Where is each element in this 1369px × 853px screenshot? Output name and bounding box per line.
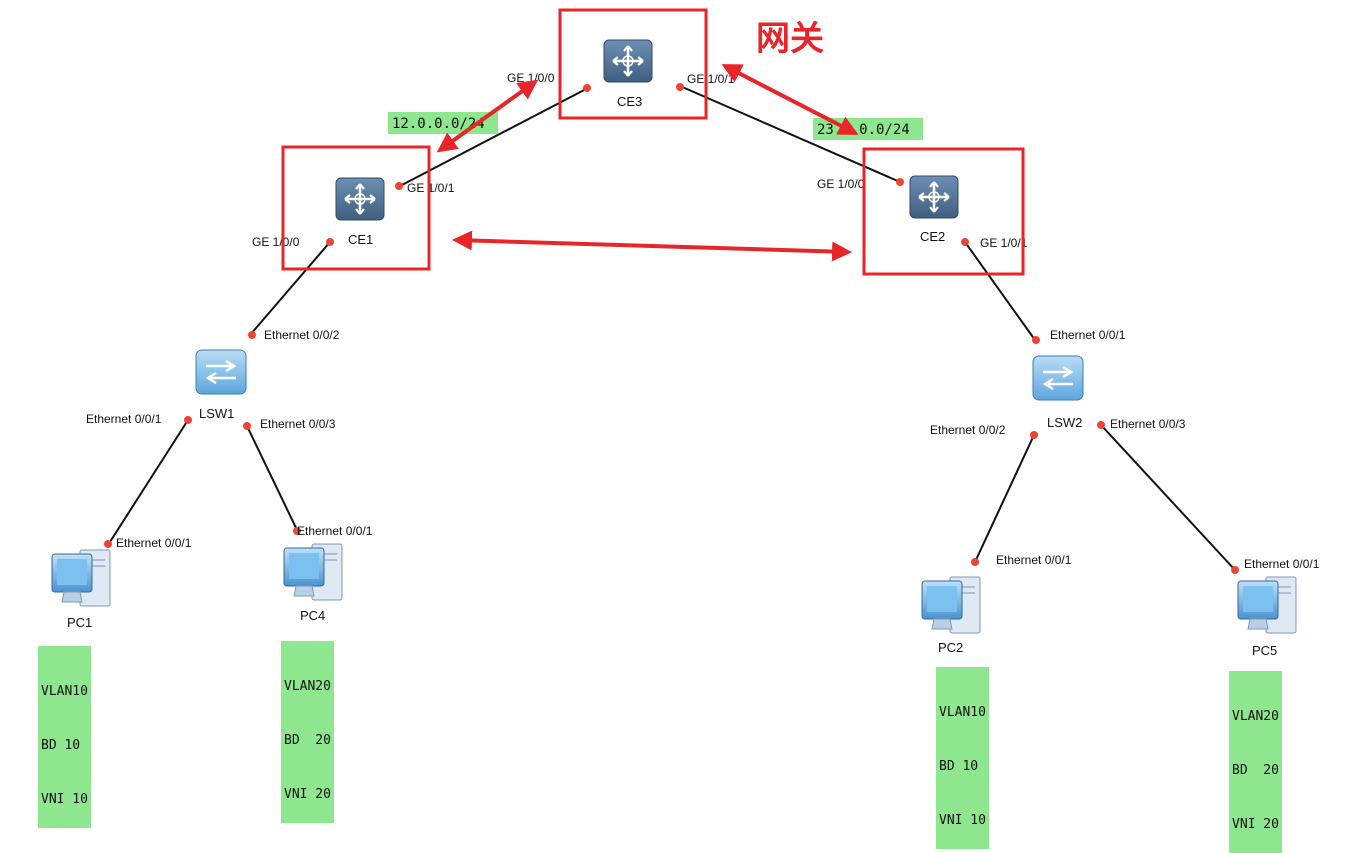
- port-dot: [184, 416, 192, 424]
- device-label-pc2: PC2: [938, 640, 963, 655]
- router-ce1-icon[interactable]: [334, 176, 386, 222]
- links: [107, 85, 1236, 571]
- port-label: Ethernet 0/0/1: [1244, 557, 1320, 571]
- port-dots: [104, 83, 1239, 574]
- tag-line: BD 20: [284, 733, 331, 748]
- svg-text:23.0.0.0/24: 23.0.0.0/24: [817, 122, 910, 138]
- port-label: Ethernet 0/0/2: [264, 328, 340, 342]
- port-dot: [104, 540, 112, 548]
- port-dot: [1032, 336, 1040, 344]
- annotation-arrows: [436, 64, 859, 262]
- port-label: Ethernet 0/0/1: [86, 412, 162, 426]
- tag-pc4: VLAN20 BD 20 VNI 20: [281, 641, 334, 823]
- highlight-box-ce1: [281, 145, 431, 271]
- link-ce1-lsw1: [249, 241, 331, 336]
- link-lsw2-pc5: [1100, 424, 1236, 571]
- tag-line: VNI 10: [41, 792, 88, 807]
- port-label: Ethernet 0/0/1: [1050, 328, 1126, 342]
- tag-pc1: VLAN10 BD 10 VNI 10: [38, 646, 91, 828]
- switch-lsw1-icon[interactable]: [194, 348, 248, 396]
- tag-pc5: VLAN20 BD 20 VNI 20: [1229, 671, 1282, 853]
- port-dot: [326, 238, 334, 246]
- device-label-ce1: CE1: [348, 232, 373, 247]
- tag-line: VNI 10: [939, 813, 986, 828]
- port-dot: [1030, 431, 1038, 439]
- double-arrow-ce1-ce3: [436, 79, 539, 153]
- port-dot: [248, 331, 256, 339]
- device-label-pc1: PC1: [67, 615, 92, 630]
- port-dot: [961, 238, 969, 246]
- pc4-icon[interactable]: [283, 543, 343, 601]
- device-label-pc5: PC5: [1252, 643, 1277, 658]
- tag-line: VNI 20: [1232, 817, 1279, 832]
- port-label: GE 1/0/0: [252, 235, 300, 249]
- port-label: GE 1/0/1: [407, 181, 455, 195]
- link-lsw2-pc2: [974, 434, 1035, 563]
- link-ce2-lsw2: [964, 241, 1036, 341]
- device-label-ce3: CE3: [617, 94, 642, 109]
- device-label-pc4: PC4: [300, 608, 325, 623]
- tag-pc2: VLAN10 BD 10 VNI 10: [936, 667, 989, 849]
- device-label-lsw2: LSW2: [1047, 415, 1082, 430]
- port-label: Ethernet 0/0/3: [260, 417, 336, 431]
- tag-line: VLAN10: [41, 684, 88, 699]
- port-label: Ethernet 0/0/2: [930, 423, 1006, 437]
- router-ce2-icon[interactable]: [908, 174, 960, 220]
- pc2-icon[interactable]: [921, 576, 981, 634]
- highlight-box-ce3: [558, 8, 708, 120]
- pc5-icon[interactable]: [1237, 576, 1297, 634]
- port-label: GE 1/0/0: [817, 177, 865, 191]
- port-label: Ethernet 0/0/3: [1110, 417, 1186, 431]
- highlight-boxes: [281, 8, 1025, 276]
- double-arrow-ce1-ce2: [452, 230, 852, 262]
- tag-line: VNI 20: [284, 787, 331, 802]
- port-dot: [293, 527, 301, 535]
- router-ce3-icon[interactable]: [602, 38, 654, 84]
- port-dot: [243, 422, 251, 430]
- tag-line: VLAN20: [284, 679, 331, 694]
- port-dot: [896, 178, 904, 186]
- device-label-ce2: CE2: [920, 229, 945, 244]
- port-dot: [1231, 566, 1239, 574]
- network-topology: CE3 CE1 CE2 LSW1 LSW2 PC1 PC4 PC2 PC5 GE…: [51, 8, 1320, 658]
- tag-line: BD 20: [1232, 763, 1279, 778]
- link-lsw1-pc4: [246, 425, 299, 533]
- switch-lsw2-icon[interactable]: [1031, 354, 1085, 402]
- port-label: Ethernet 0/0/1: [297, 524, 373, 538]
- tag-line: VLAN20: [1232, 709, 1279, 724]
- port-dot: [676, 83, 684, 91]
- port-dot: [1097, 421, 1105, 429]
- port-dot: [971, 558, 979, 566]
- subnet-left-label: 12.0.0.0/24: [388, 112, 498, 134]
- pc1-icon[interactable]: [51, 549, 111, 607]
- highlight-box-ce2: [862, 147, 1025, 276]
- link-lsw1-pc1: [107, 419, 189, 546]
- port-label: GE 1/0/1: [687, 72, 735, 86]
- port-label: Ethernet 0/0/1: [996, 553, 1072, 567]
- tag-line: BD 10: [939, 759, 979, 774]
- double-arrow-ce3-ce2: [721, 64, 859, 135]
- port-dot: [395, 182, 403, 190]
- gateway-annotation: 网关: [756, 19, 824, 59]
- port-label: Ethernet 0/0/1: [116, 536, 192, 550]
- tag-line: VLAN10: [939, 705, 986, 720]
- port-dot: [583, 84, 591, 92]
- port-label: GE 1/0/1: [980, 236, 1028, 250]
- tag-line: BD 10: [41, 738, 81, 753]
- device-label-lsw1: LSW1: [199, 406, 234, 421]
